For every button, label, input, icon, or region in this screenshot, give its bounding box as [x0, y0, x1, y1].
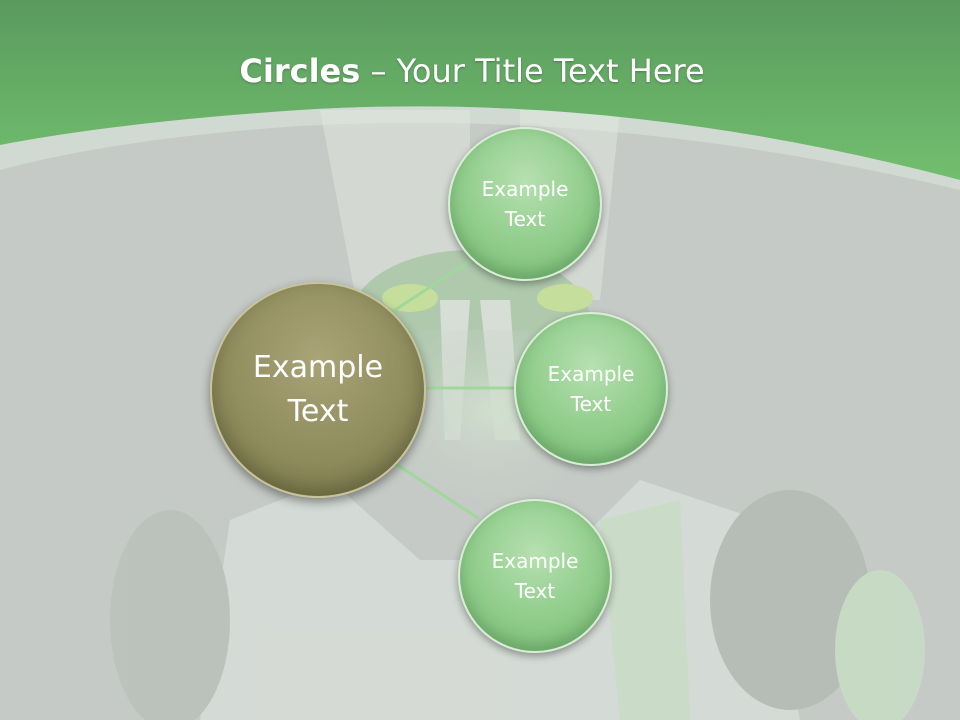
outer-circle-middle: Example Text	[514, 312, 668, 466]
outer-circle-top: Example Text	[448, 127, 602, 281]
outer-circle-bottom: Example Text	[458, 499, 612, 653]
outer-circle-label: Example Text	[481, 177, 569, 231]
connector-line-bottom	[395, 462, 479, 520]
title-bold: Circles	[239, 52, 361, 90]
outer-circle-label: Example Text	[547, 362, 635, 416]
header-band	[0, 0, 960, 180]
header-swoosh	[0, 106, 960, 190]
center-circle: Example Text	[210, 282, 426, 498]
center-circle-label: Example Text	[252, 350, 384, 429]
slide-title: Circles – Your Title Text Here	[0, 52, 944, 90]
connector-line-top	[391, 256, 475, 314]
title-rest: – Your Title Text Here	[360, 52, 705, 90]
outer-circle-label: Example Text	[491, 549, 579, 603]
